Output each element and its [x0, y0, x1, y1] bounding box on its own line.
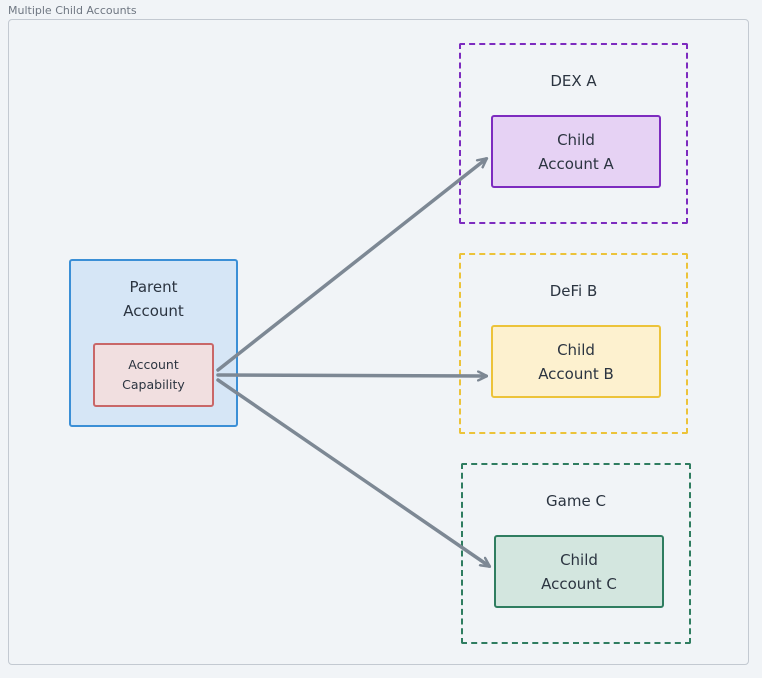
- child-account-a-label: Child Account A: [538, 128, 614, 176]
- account-capability-line1: Account: [128, 357, 179, 372]
- account-capability-label: Account Capability: [122, 355, 185, 395]
- child-account-a-line1: Child: [557, 130, 595, 149]
- child-account-b-line2: Account B: [538, 364, 614, 383]
- group-game-c[interactable]: Game C: [461, 463, 691, 644]
- child-account-b-label: Child Account B: [538, 338, 614, 386]
- group-dex-a[interactable]: DEX A: [459, 43, 688, 224]
- parent-account-label: Parent Account: [71, 275, 236, 323]
- arrow-to-child-c: [216, 378, 489, 566]
- child-account-c-line2: Account C: [541, 574, 617, 593]
- child-account-a-line2: Account A: [538, 154, 614, 173]
- child-account-c-label: Child Account C: [541, 548, 617, 596]
- child-account-c[interactable]: Child Account C: [494, 535, 664, 608]
- diagram-frame: [8, 19, 749, 665]
- child-account-a[interactable]: Child Account A: [491, 115, 661, 188]
- child-account-c-line1: Child: [560, 550, 598, 569]
- child-account-b[interactable]: Child Account B: [491, 325, 661, 398]
- account-capability-line2: Capability: [122, 377, 185, 392]
- group-defi-b[interactable]: DeFi B: [459, 253, 688, 434]
- child-account-b-line1: Child: [557, 340, 595, 359]
- parent-account-line2: Account: [123, 302, 184, 320]
- group-label-dex-a: DEX A: [550, 72, 597, 90]
- group-label-defi-b: DeFi B: [549, 282, 598, 300]
- group-label-game-c: Game C: [546, 492, 606, 510]
- frame-title: Multiple Child Accounts: [8, 4, 137, 17]
- arrow-to-child-a: [216, 159, 486, 372]
- account-capability[interactable]: Account Capability: [93, 343, 214, 407]
- arrow-to-child-b: [216, 375, 486, 376]
- parent-account-line1: Parent: [129, 278, 178, 296]
